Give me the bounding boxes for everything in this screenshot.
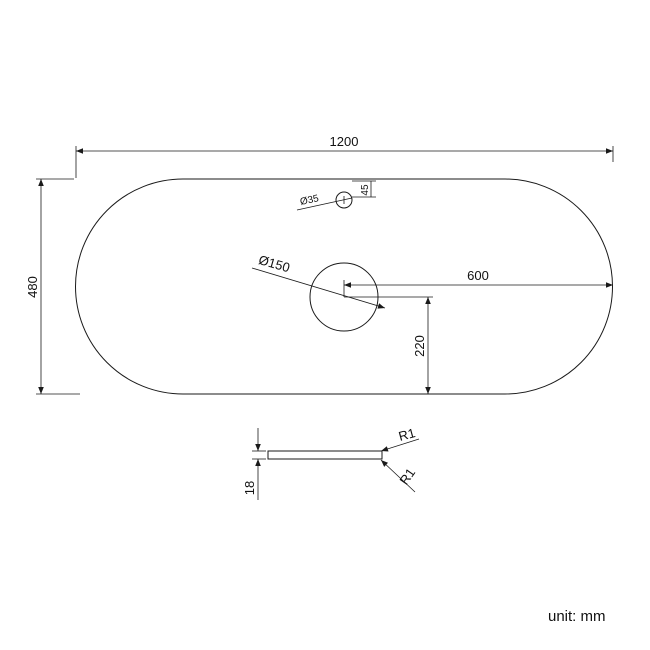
small-hole-diameter-text: Ø35 xyxy=(299,193,320,208)
edge-radius-bottom-leader xyxy=(380,459,416,493)
edge-radius-top-text: R1 xyxy=(397,425,417,444)
large-hole-diameter-text: Ø150 xyxy=(257,252,292,275)
small-hole-leader xyxy=(296,197,353,211)
large-hole-leader xyxy=(251,267,386,309)
small-hole-offset-text: 45 xyxy=(360,184,371,196)
edge-radius-bottom-text: R1 xyxy=(396,465,418,487)
countertop-outline xyxy=(75,178,613,395)
side-view-strip xyxy=(267,450,383,460)
unit-label: unit: mm xyxy=(548,608,606,625)
length-dimension-text: 1200 xyxy=(330,134,359,149)
hole-vertical-dimension-text: 220 xyxy=(412,335,427,357)
hole-horizontal-dimension-text: 600 xyxy=(467,268,489,283)
edge-radius-top-leader xyxy=(380,438,420,452)
height-dimension-text: 480 xyxy=(25,276,40,298)
small-hole xyxy=(335,191,353,209)
thickness-text: 18 xyxy=(242,481,257,495)
